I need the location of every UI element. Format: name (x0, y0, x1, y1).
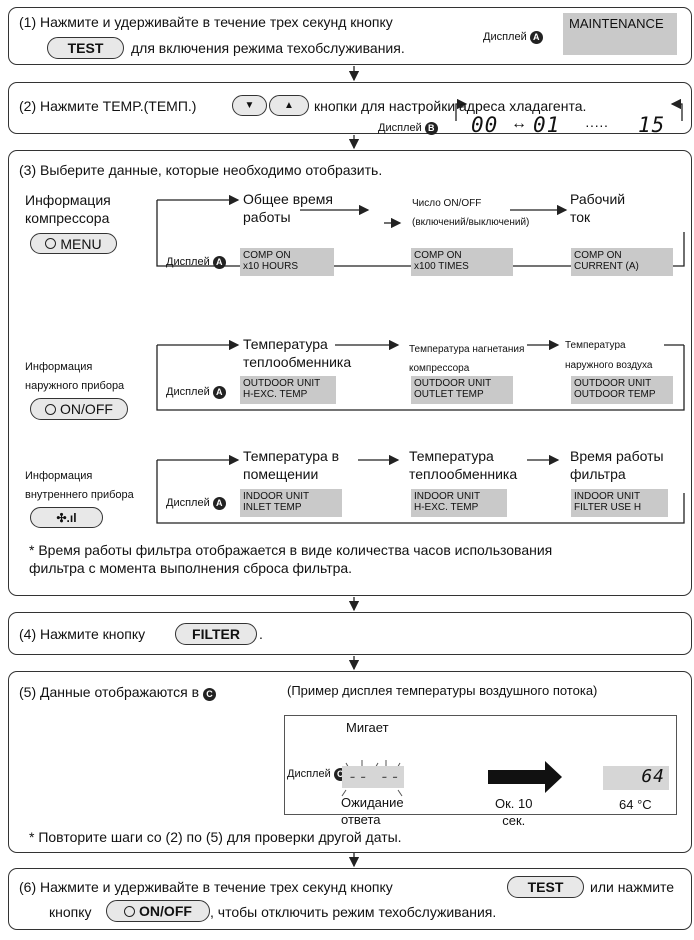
ellipsis-dots: ····· (585, 117, 609, 133)
address-15: 15 (638, 113, 666, 137)
step-1-text-2: для включения режима техобслуживания. (131, 40, 405, 56)
step-5-text-label: (5) Данные отображаются в (19, 684, 200, 700)
row1-col1-label: Общее время работы (243, 191, 333, 225)
swap-arrow-icon: ↔ (511, 115, 527, 132)
row1-col1-screen: COMP ON x10 HOURS (240, 248, 334, 276)
blink-screen-value: -- -- (348, 767, 402, 786)
temp-down-button[interactable]: ▼ (232, 95, 267, 116)
row2-col1-screen: OUTDOOR UNIT H-EXC. TEMP (240, 376, 336, 404)
value-screen-digits: 64 (641, 766, 665, 787)
row3-col2-screen: INDOOR UNIT H-EXC. TEMP (411, 489, 507, 517)
compressor-info-label: Информация компрессора (25, 192, 111, 226)
display-label: Дисплей (483, 31, 527, 43)
waiting-label: Ожидание ответа (341, 795, 404, 827)
blink-screen: -- -- (342, 766, 404, 788)
row3-col1-label: Температура в помещении (243, 448, 340, 482)
step-3-title: (3) Выберите данные, которые необходимо … (19, 162, 383, 178)
display-b-label: Дисплей B (378, 122, 438, 135)
badge-a-icon: A (212, 497, 226, 510)
display-a-label: Дисплей A (166, 497, 226, 510)
menu-button[interactable]: MENU (30, 233, 117, 254)
display-label: Дисплей (166, 497, 210, 509)
clock-icon (45, 238, 57, 249)
step-1-box (8, 7, 692, 65)
badge-a-icon: A (212, 386, 226, 399)
step-2-text: (2) Нажмите TEMP.(ТЕМП.) (19, 98, 197, 114)
badge-b-icon: B (424, 122, 438, 135)
step-5-text: (5) Данные отображаются в C (19, 683, 216, 701)
maintenance-screen: MAINTENANCE (563, 13, 677, 55)
value-text: 64 °C (619, 797, 652, 812)
row1-col3-label: Рабочий ток (570, 191, 626, 225)
fan-speed-button[interactable]: ✣.ıl (30, 507, 103, 528)
display-a-label: Дисплей A (483, 31, 543, 44)
row2-col3-label: Температура наружного воздуха (565, 340, 653, 371)
step-6-text-2: или нажмите (590, 879, 675, 895)
row2-col1-label: Температура теплообменника (243, 336, 352, 370)
step-5-box (8, 671, 692, 853)
blink-label: Мигает (346, 720, 389, 735)
row3-col1-screen: INDOOR UNIT INLET TEMP (240, 489, 342, 517)
value-screen: 64 (603, 766, 669, 790)
step-6-text-3: кнопку (49, 904, 92, 920)
display-a-label: Дисплей A (166, 256, 226, 269)
step-4-box (8, 612, 692, 655)
row2-col2-label: Температура нагнетания компрессора (409, 344, 525, 374)
display-label: Дисплей (166, 256, 210, 268)
on-off-button[interactable]: ON/OFF (106, 900, 210, 922)
row3-col3-screen: INDOOR UNIT FILTER USE H (571, 489, 668, 517)
row2-col2-screen: OUTDOOR UNIT OUTLET TEMP (411, 376, 513, 404)
step-3-box (8, 150, 692, 596)
badge-a-icon: A (529, 31, 543, 44)
display-label: Дисплей (378, 122, 422, 134)
on-off-button-label: ON/OFF (139, 903, 192, 919)
step-6-text-4: , чтобы отключить режим техобслуживания. (210, 904, 497, 920)
row1-col2-label: Число ON/OFF (включений/выключений) (412, 198, 530, 228)
step-5-display-frame (284, 715, 677, 815)
address-01: 01 (533, 113, 561, 137)
row2-col3-screen: OUTDOOR UNIT OUTDOOR TEMP (571, 376, 673, 404)
step-1-text: (1) Нажмите и удерживайте в течение трех… (19, 14, 393, 30)
display-a-label: Дисплей A (166, 386, 226, 399)
display-label: Дисплей (287, 768, 331, 780)
menu-button-label: MENU (60, 235, 102, 252)
indoor-info-label: Информация внутреннего прибора (25, 470, 134, 501)
approx-time-label: Ок. 10 сек. (495, 796, 533, 828)
row1-col3-screen: COMP ON CURRENT (A) (571, 248, 673, 276)
step-2-text-2: кнопки для настройки адреса хладагента. (314, 98, 587, 114)
step-6-text: (6) Нажмите и удерживайте в течение трех… (19, 879, 393, 895)
badge-a-icon: A (212, 256, 226, 269)
row3-col2-label: Температура теплообменника (409, 448, 518, 482)
repeat-note: * Повторите шаги со (2) по (5) для прове… (29, 829, 402, 845)
step-2-box (8, 82, 692, 134)
filter-note: * Время работы фильтра отображается в ви… (29, 542, 553, 576)
outdoor-info-label: Информация наружного прибора (25, 361, 125, 392)
row3-col3-label: Время работы фильтра (570, 448, 664, 482)
display-label: Дисплей (166, 386, 210, 398)
step-4-end: . (259, 626, 263, 642)
step-4-text: (4) Нажмите кнопку (19, 626, 146, 642)
step-5-example: (Пример дисплея температуры воздушного п… (287, 683, 598, 698)
on-off-button[interactable]: ON/OFF (30, 398, 128, 420)
row1-col2-screen: COMP ON x100 TIMES (411, 248, 513, 276)
step-6-box (8, 868, 692, 930)
on-off-button-label: ON/OFF (60, 401, 113, 417)
filter-button[interactable]: FILTER (175, 623, 257, 645)
display-c-label: Дисплей C (287, 768, 347, 781)
clock-icon (45, 403, 57, 415)
test-button[interactable]: TEST (507, 876, 584, 898)
fan-speed-icon: ✣.ıl (56, 510, 77, 525)
test-button[interactable]: TEST (47, 37, 124, 59)
address-00: 00 (471, 113, 499, 137)
badge-c-icon: C (202, 688, 216, 701)
power-icon (124, 905, 136, 917)
temp-up-button[interactable]: ▲ (269, 95, 309, 116)
